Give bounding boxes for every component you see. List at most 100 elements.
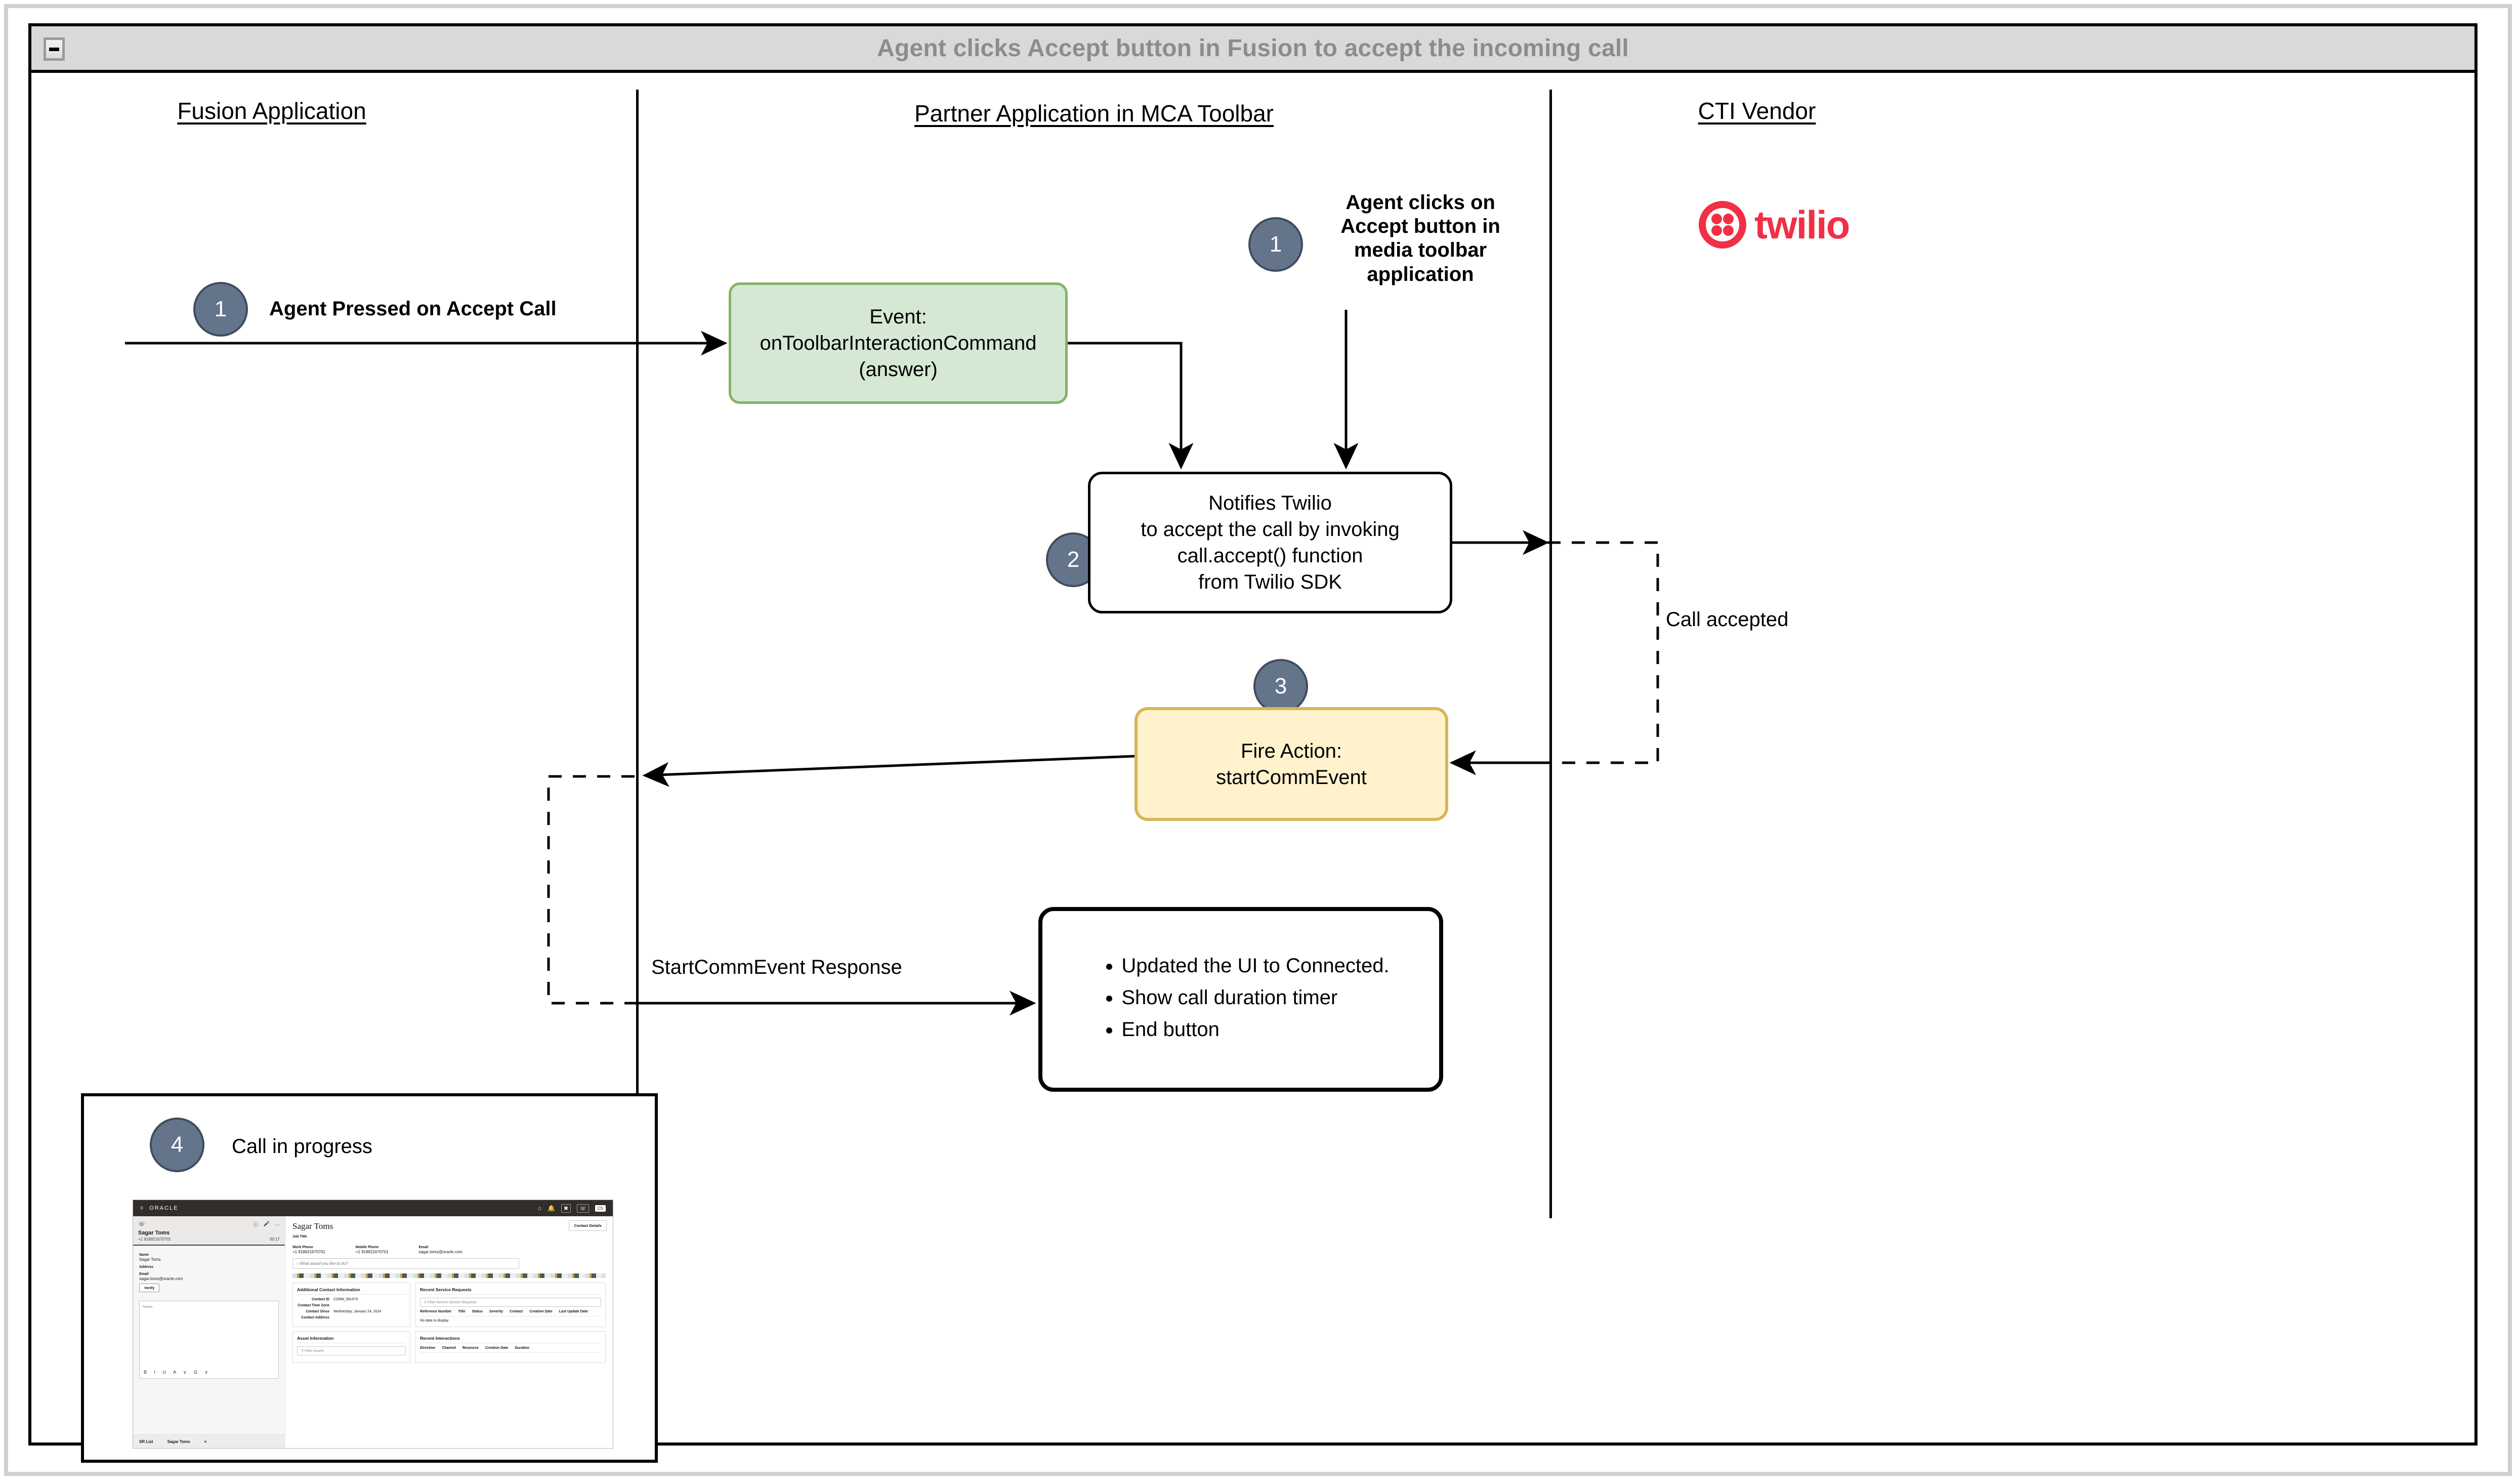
diagram-titlebar: Agent clicks Accept button in Fusion to …: [31, 26, 2474, 73]
lane-divider-2: [1549, 90, 1552, 1218]
result-bullet: Updated the UI to Connected.: [1121, 952, 1389, 980]
column-header[interactable]: Reference Number: [420, 1310, 452, 1313]
notify-line-3: call.accept() function: [1177, 545, 1363, 567]
column-header[interactable]: Channel: [442, 1346, 456, 1350]
right-email-value: sagar.toms@oracle.com: [418, 1250, 463, 1254]
oracle-brand: ORACLE: [149, 1205, 179, 1211]
row-key: Contact ID: [312, 1298, 329, 1301]
bell-icon[interactable]: 🔔: [547, 1205, 555, 1212]
step-number: 3: [1274, 674, 1287, 698]
column-header[interactable]: Last Update Date: [559, 1310, 588, 1313]
row-key: Contact Time Zone: [298, 1304, 329, 1307]
collapse-button[interactable]: [44, 37, 65, 61]
call-panel: ☏ ⓘ 🎤 … Sagar Toms +1 918921670701 00:17…: [133, 1216, 297, 1448]
event-box-line-2: onToolbarInteractionCommand: [760, 332, 1037, 354]
contact-row: Contact Time Zone: [297, 1304, 406, 1307]
service-requests-filter-input[interactable]: ⚲ Filter Recent Service Requests: [420, 1298, 601, 1307]
column-header[interactable]: Creation Date: [485, 1346, 509, 1350]
additional-contact-title: Additional Contact Information: [297, 1287, 406, 1295]
ask-input[interactable]: › What would you like to do?: [292, 1258, 519, 1269]
event-box[interactable]: Event: onToolbarInteractionCommand (answ…: [729, 282, 1068, 404]
rich-text-toolbar[interactable]: B I U A ∨ Ω ∨: [144, 1370, 211, 1375]
service-requests-empty: No data to display.: [420, 1319, 449, 1323]
notify-twilio-box[interactable]: Notifies Twilio to accept the call by in…: [1088, 472, 1452, 613]
mobile-phone-label: Mobile Phone: [355, 1246, 379, 1249]
call-duration-timer: 00:17: [269, 1237, 280, 1242]
fire-action-line-2: startCommEvent: [1216, 766, 1367, 789]
service-requests-header-row: Reference Number Title Status Severity C…: [420, 1310, 601, 1316]
address-label: Address: [139, 1265, 154, 1269]
column-header[interactable]: Duration: [515, 1346, 530, 1350]
lane-header-cti: CTI Vendor: [1698, 98, 1816, 124]
tab-active-contact[interactable]: Sagar Toms: [167, 1439, 190, 1444]
info-icon[interactable]: ⓘ: [253, 1222, 259, 1228]
wire-fireaction-to-fusion: [642, 755, 1135, 787]
wire-fusion-dashed-loop: [547, 775, 635, 1005]
column-header[interactable]: Direction: [420, 1346, 436, 1350]
embedded-oracle-screenshot: ☰ ORACLE ⌂ 🔔 ✖ ☏ CS ☏ ⓘ 🎤 …: [133, 1200, 613, 1449]
recent-interactions-header-row: Direction Channel Resource Creation Date…: [420, 1346, 601, 1353]
job-title-label: Job Title: [292, 1235, 307, 1239]
twilio-logo: twilio: [1699, 201, 1850, 249]
event-box-line-1: Event:: [869, 306, 927, 328]
contact-details-button[interactable]: Contact Details: [569, 1220, 607, 1231]
avatar[interactable]: CS: [595, 1205, 606, 1212]
work-phone-value: +1 918921670701: [292, 1250, 325, 1254]
verify-button[interactable]: Verify: [139, 1284, 160, 1292]
row-value: CDRM_951675: [333, 1298, 358, 1301]
asset-filter-input[interactable]: ⚲ Filter Assets: [297, 1346, 406, 1355]
column-header[interactable]: Creation Date: [529, 1310, 553, 1313]
phone-icon[interactable]: ☏: [577, 1204, 589, 1213]
microphone-icon[interactable]: 🎤: [263, 1221, 270, 1227]
more-icon[interactable]: …: [275, 1221, 280, 1227]
fire-action-line-1: Fire Action:: [1240, 739, 1342, 762]
recent-interactions-title: Recent Interactions: [420, 1336, 601, 1343]
filter-placeholder: Filter Assets: [305, 1349, 324, 1353]
fire-action-box[interactable]: Fire Action: startCommEvent: [1135, 707, 1448, 821]
result-bullet: End button: [1121, 1015, 1389, 1044]
column-header[interactable]: Status: [472, 1310, 483, 1313]
step-number: 1: [214, 297, 227, 321]
column-header[interactable]: Contact: [510, 1310, 523, 1313]
close-icon[interactable]: ×: [204, 1439, 207, 1444]
step-number: 4: [171, 1132, 184, 1157]
result-bullet: Show call duration timer: [1121, 983, 1389, 1012]
step-badge-4: 4: [150, 1118, 204, 1172]
column-header[interactable]: Severity: [489, 1310, 503, 1313]
call-tabbar: SR List Sagar Toms ×: [133, 1434, 297, 1448]
row-value: Wednesday, January 24, 2024: [333, 1310, 382, 1313]
step-caption-4: Call in progress: [232, 1135, 372, 1158]
twilio-mark-icon: [1699, 201, 1746, 249]
screen-pop-icon[interactable]: ✖: [561, 1204, 571, 1213]
mobile-phone-value: +1 918921670701: [355, 1250, 389, 1254]
lane-header-partner: Partner Application in MCA Toolbar: [914, 100, 1274, 127]
contact-title: Sagar Toms: [292, 1221, 333, 1231]
column-header[interactable]: Title: [458, 1310, 466, 1313]
call-header: ☏ ⓘ 🎤 … Sagar Toms +1 918921670701 00:17: [133, 1216, 285, 1245]
oracle-body: ☏ ⓘ 🎤 … Sagar Toms +1 918921670701 00:17…: [133, 1216, 613, 1448]
work-phone-label: Work Phone: [292, 1246, 313, 1249]
call-phone-icon: ☏: [138, 1221, 145, 1227]
wire-call-accepted-dashed: [1547, 541, 1659, 764]
notes-placeholder: Notes: [143, 1304, 153, 1309]
recent-service-requests-card: Recent Service Requests ⚲ Filter Recent …: [415, 1283, 606, 1327]
result-bullet-list: Updated the UI to Connected. Show call d…: [1092, 952, 1389, 1047]
diagram-frame: Agent clicks Accept button in Fusion to …: [28, 23, 2477, 1463]
notify-line-2: to accept the call by invoking: [1141, 518, 1400, 541]
page-title: Agent clicks Accept button in Fusion to …: [877, 34, 1629, 62]
home-icon[interactable]: ⌂: [537, 1205, 541, 1212]
result-box[interactable]: Updated the UI to Connected. Show call d…: [1038, 907, 1443, 1092]
twilio-wordmark: twilio: [1754, 202, 1850, 247]
tab-sr-list[interactable]: SR List: [139, 1439, 153, 1444]
contact-row: Contact Address: [297, 1316, 406, 1320]
lane-header-fusion: Fusion Application: [177, 98, 366, 124]
column-header[interactable]: Resource: [462, 1346, 479, 1350]
decorative-strip: [292, 1273, 606, 1278]
hamburger-icon[interactable]: ☰: [140, 1207, 144, 1210]
notes-field[interactable]: Notes B I U A ∨ Ω ∨: [139, 1301, 279, 1379]
minimize-icon: [49, 47, 59, 51]
recent-interactions-card: Recent Interactions Direction Channel Re…: [415, 1331, 606, 1363]
filter-placeholder: Filter Recent Service Requests: [428, 1301, 477, 1304]
step-badge-1-middle: 1: [1248, 217, 1303, 272]
